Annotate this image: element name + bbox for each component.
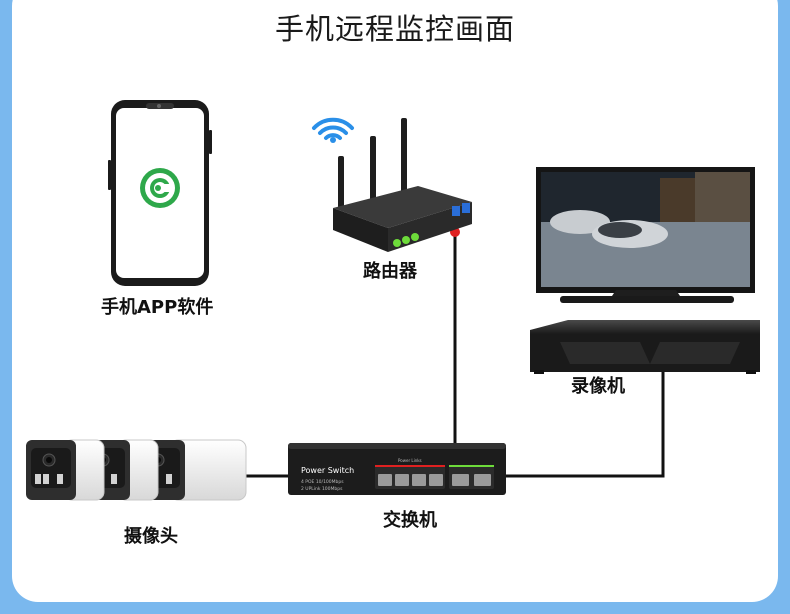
label-cameras: 摄像头 xyxy=(124,526,178,547)
router xyxy=(333,118,472,252)
wifi-icon xyxy=(312,117,354,143)
label-nvr: 录像机 xyxy=(571,376,625,397)
monitor xyxy=(536,167,755,303)
label-router: 路由器 xyxy=(363,261,417,282)
switch-top-label: Power Links xyxy=(398,458,422,463)
page-title: 手机远程监控画面 xyxy=(274,12,515,46)
switch-spec-line-2: 2 UPLink 100Mbps xyxy=(301,486,343,492)
nvr-recorder xyxy=(530,320,760,374)
app-icon xyxy=(140,168,180,208)
camera-1 xyxy=(26,439,105,501)
poe-switch: Power Switch 4 POE 10/100Mbps 2 UPLink 1… xyxy=(288,443,506,495)
switch-spec-line-1: 4 POE 10/100Mbps xyxy=(301,479,344,485)
camera-group xyxy=(26,439,247,501)
label-phone-app: 手机APP软件 xyxy=(101,297,214,318)
switch-brand-text: Power Switch xyxy=(301,466,354,475)
wire-switch-nvr xyxy=(505,372,665,478)
label-switch: 交换机 xyxy=(383,510,437,531)
